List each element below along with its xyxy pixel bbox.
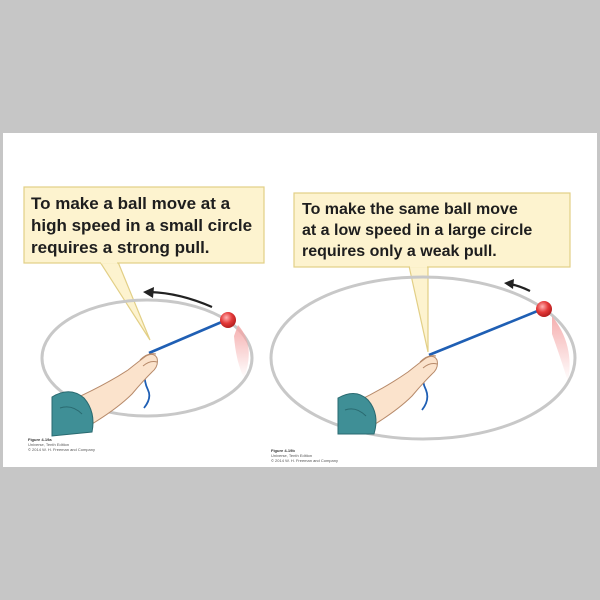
panel-a	[23, 186, 265, 437]
callout-b-text: To make the same ball move at a low spee…	[302, 199, 532, 262]
copyright: © 2014 W. H. Freeman and Company	[28, 447, 95, 452]
trail-a	[234, 325, 249, 378]
credit-b: Figure 4-19b Universe, Tenth Edition © 2…	[271, 448, 338, 463]
orbit-small	[40, 298, 254, 418]
callout-a-line: To make a ball move at a	[31, 194, 231, 213]
panel-b	[269, 192, 577, 441]
trail-b	[552, 316, 570, 382]
arm-b	[337, 355, 438, 435]
callout-b-line: at a low speed in a large circle	[302, 222, 533, 239]
string-b	[428, 308, 541, 357]
credit-a: Figure 4-19a Universe, Tenth Edition © 2…	[28, 437, 95, 452]
callout-b-box	[293, 192, 571, 268]
arrowhead-a	[143, 287, 154, 298]
ball-b	[536, 301, 552, 317]
sleeve-a	[51, 391, 94, 437]
callout-b-line: To make the same ball move	[302, 201, 518, 218]
arm-a	[51, 353, 158, 437]
callout-b-line: requires only a weak pull.	[302, 243, 497, 260]
callout-a-line: high speed in a small circle	[31, 216, 253, 235]
sleeve-b	[337, 393, 377, 435]
orbit-large	[269, 275, 577, 441]
string-a	[148, 319, 225, 355]
callout-a-line: requires a strong pull.	[31, 238, 210, 257]
motion-arrow-a	[149, 290, 213, 309]
figure-number: Figure 4-19b	[271, 448, 295, 453]
book-title: Universe, Tenth Edition	[271, 453, 313, 458]
callout-a-text: To make a ball move at a high speed in a…	[31, 193, 252, 259]
arrowhead-b	[504, 279, 514, 289]
figure-number: Figure 4-19a	[28, 437, 52, 442]
book-title: Universe, Tenth Edition	[28, 442, 70, 447]
callout-b-pointer	[408, 265, 429, 353]
copyright: © 2014 W. H. Freeman and Company	[271, 458, 338, 463]
callout-a-box	[23, 186, 265, 264]
ball-a	[220, 312, 236, 328]
